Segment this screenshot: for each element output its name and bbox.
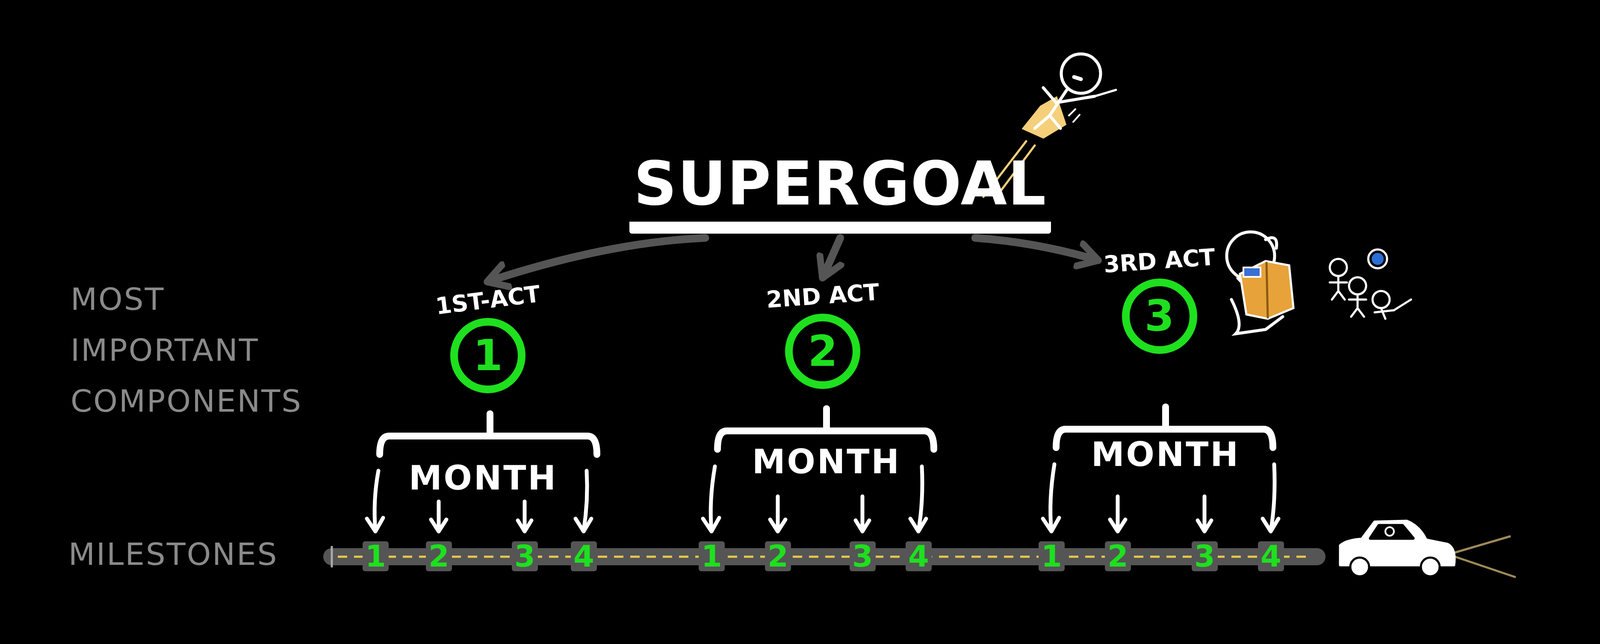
- goal-title: SUPERGOAL: [629, 153, 1051, 234]
- milestone-number: 1: [698, 540, 725, 571]
- milestone-number: 2: [764, 540, 792, 571]
- road: [331, 545, 1317, 567]
- connector-arrow: [487, 237, 706, 282]
- connector-arrow: [975, 237, 1098, 260]
- act-circle: 3: [1121, 278, 1198, 354]
- act-node: 1ST-ACT1: [435, 287, 541, 393]
- milestone-number: 2: [1104, 540, 1131, 571]
- milestone-number: 1: [362, 540, 389, 571]
- milestone-number: 1: [1038, 540, 1065, 571]
- act-number: 3: [1144, 294, 1175, 338]
- car: [1340, 520, 1516, 577]
- children-figures: [1329, 249, 1412, 319]
- reading-figure: [1226, 231, 1294, 334]
- milestone-number: 4: [570, 540, 597, 571]
- milestone-number: 4: [905, 540, 932, 571]
- act-node: 3RD ACT 3: [1103, 247, 1216, 354]
- connector-arrow: [822, 237, 841, 278]
- act-circle: 1: [450, 317, 526, 393]
- side-label: MOST IMPORTANT COMPONENTS: [70, 273, 310, 426]
- act-number: 1: [472, 333, 503, 377]
- act-heading: 1ST-ACT: [433, 280, 542, 319]
- milestone-number: 4: [1257, 540, 1285, 571]
- milestone-number: 3: [1191, 540, 1218, 571]
- milestone-number: 2: [425, 540, 452, 571]
- act-number: 2: [808, 329, 839, 373]
- act-heading: 3RD ACT: [1102, 244, 1217, 278]
- milestone-number: 3: [849, 540, 876, 571]
- act-circle: 2: [785, 313, 861, 389]
- goal-node: SUPERGOAL: [629, 153, 1051, 234]
- side-label: MILESTONES: [68, 528, 278, 580]
- month-label: MONTH: [1091, 437, 1240, 471]
- act-node: 2ND ACT2: [766, 283, 880, 389]
- act-heading: 2ND ACT: [765, 279, 880, 313]
- month-label: MONTH: [408, 460, 558, 495]
- milestone-number: 3: [511, 540, 538, 571]
- month-label: MONTH: [752, 444, 901, 479]
